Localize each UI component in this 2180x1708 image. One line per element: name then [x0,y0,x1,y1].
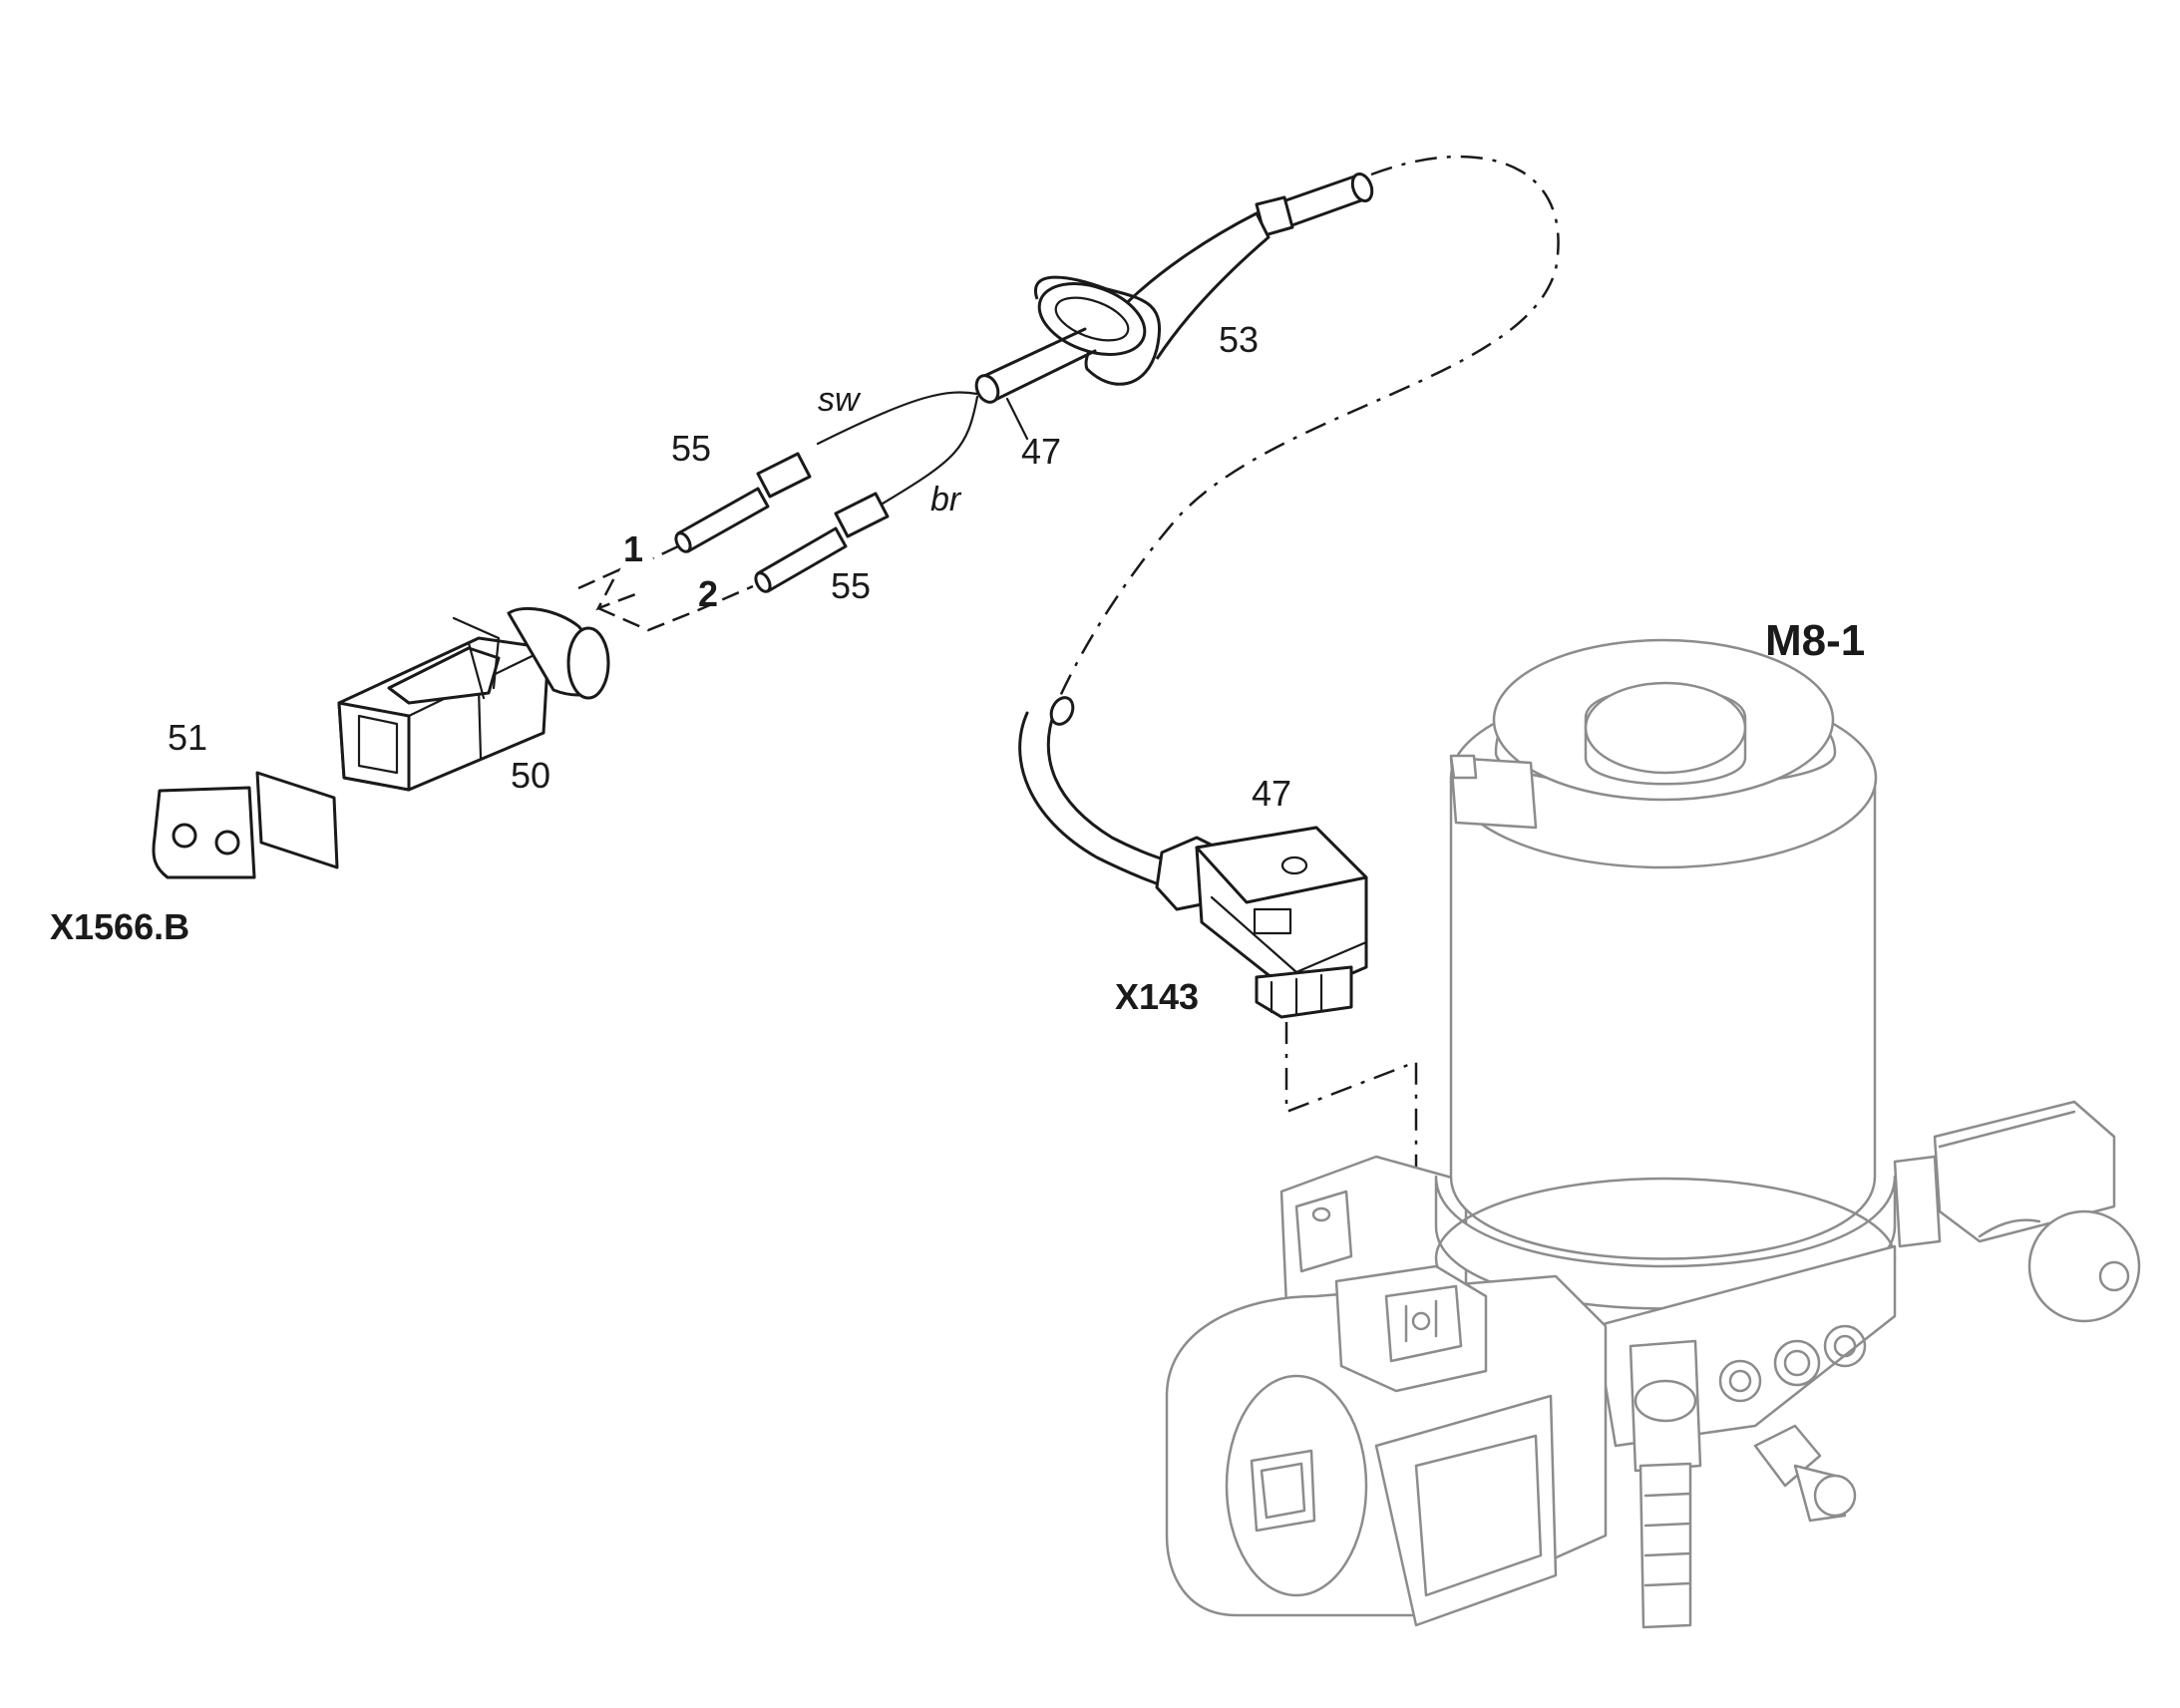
label-connector-x1566b: X1566.B [50,906,189,947]
wire-br [881,395,979,506]
label-part-50: 50 [511,755,550,796]
label-part-51: 51 [168,717,207,758]
label-component-m8-1: M8-1 [1765,616,1865,665]
seal-51 [152,771,339,879]
label-part-55-bottom: 55 [831,565,871,606]
connector-50 [337,606,610,792]
pin-55-top [674,452,812,553]
pin-2-leader [597,584,754,632]
label-part-55-top: 55 [671,428,711,469]
pin-1-leader [577,567,639,611]
label-connector-x143: X143 [1115,976,1199,1017]
connector-x143 [1155,826,1368,1019]
pin-1-leader-b [652,544,679,560]
cable-47-inner [974,327,1097,404]
cable-route-dashdot [1055,155,1560,704]
label-part-53: 53 [1219,319,1259,360]
label-pin-2: 2 [698,573,718,614]
cable-47-top [1272,171,1374,229]
grommet-53 [1033,195,1294,386]
wire-sw [816,391,979,446]
pin-55-bottom [754,492,890,593]
label-wire-sw: sw [818,381,862,419]
label-wire-br: br [930,481,962,518]
label-part-47-top: 47 [1021,431,1061,472]
leader-47-top [1005,397,1029,441]
component-m8-1 [1165,638,2141,1629]
label-part-47-bottom: 47 [1252,773,1291,814]
label-pin-1: 1 [623,528,643,569]
x143-leader-dashdot [1284,1022,1418,1266]
